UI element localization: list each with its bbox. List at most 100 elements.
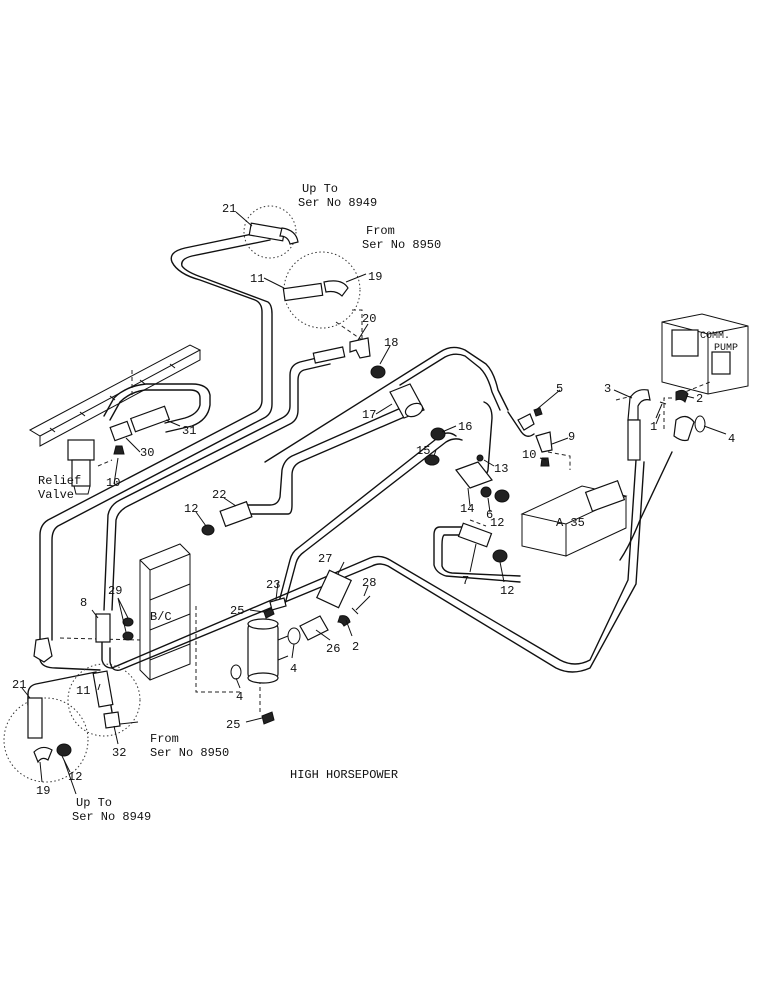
elbow-19-bottom [33, 746, 53, 764]
leader-lines [21, 211, 727, 795]
fitting-26 [299, 615, 329, 641]
fitting-6 [480, 486, 492, 498]
comm-pump [661, 313, 749, 395]
hose-d2 [243, 411, 417, 515]
hose-h [433, 526, 521, 583]
callout-31: 31 [182, 424, 196, 438]
callout-25-bottom: 25 [226, 718, 240, 732]
fitting-16 [430, 427, 446, 441]
callout-21-bottom: 21 [12, 678, 26, 692]
clamp-2-mid [337, 615, 351, 627]
callout-10-right: 10 [522, 448, 536, 462]
elbow-19-top [323, 280, 349, 297]
note-from-top-line1: From [366, 224, 395, 238]
dash-8 [469, 519, 487, 527]
hose-e2 [284, 438, 463, 605]
dash-7 [547, 451, 571, 470]
fitting-25-top [263, 607, 275, 619]
hose-g [619, 451, 673, 561]
callout-11-top: 11 [250, 272, 264, 286]
callout-29: 29 [108, 584, 122, 598]
fitting-22 [219, 500, 253, 528]
fitting-23 [269, 597, 287, 611]
callout-19-bottom: 19 [36, 784, 50, 798]
fitting-10-left [113, 445, 125, 455]
relief-valve-manifold [28, 344, 202, 495]
callout-12-mid: 12 [490, 516, 504, 530]
elbow-8-left [33, 637, 53, 663]
callout-10-left: 10 [106, 476, 120, 490]
hose-m [507, 411, 535, 437]
fitting-11-top [282, 282, 324, 302]
callout-5: 5 [556, 382, 563, 396]
dash-2 [335, 321, 363, 341]
oring-4-top [694, 415, 706, 433]
hose-b2 [111, 363, 331, 611]
fitting-30 [109, 420, 133, 442]
detail-circle-bottom-21 [3, 697, 89, 783]
callout-28: 28 [362, 576, 376, 590]
fitting-8 [95, 613, 111, 643]
callout-30: 30 [140, 446, 154, 460]
fitting-27 [315, 569, 353, 609]
fitting-18 [370, 365, 386, 379]
detail-circle-bottom-11 [67, 663, 141, 737]
callout-17: 17 [362, 408, 376, 422]
tube-3 [627, 419, 641, 461]
fitting-5 [517, 413, 535, 431]
elbow-3 [627, 389, 651, 421]
hose-d [242, 403, 411, 506]
callout-18: 18 [384, 336, 398, 350]
bc-control-block [139, 543, 191, 681]
callout-6: 6 [486, 508, 493, 522]
fitting-11-bottom [92, 670, 114, 708]
hose-k [27, 671, 97, 706]
oring-4-left [230, 664, 242, 680]
note-a35: A 35 [556, 516, 585, 530]
clamp-2-top [675, 389, 689, 403]
note-up-to-bottom-line2: Ser No 8949 [72, 810, 151, 824]
note-comm: COMM. [700, 331, 730, 342]
fitting-31 [129, 405, 171, 433]
fitting-12-bottom [56, 743, 72, 757]
detail-circle-top-11 [283, 251, 361, 329]
fitting-15 [424, 454, 440, 466]
callout-14: 14 [460, 502, 474, 516]
note-relief-line2: Valve [38, 488, 74, 502]
callout-26: 26 [326, 642, 340, 656]
elbow-21-top [279, 227, 299, 245]
dash-1 [352, 309, 363, 350]
callout-12-lower: 12 [500, 584, 514, 598]
dash-4 [679, 381, 711, 395]
fitting-12-mid [494, 489, 510, 503]
fitting-10-right [540, 457, 550, 467]
note-pump: PUMP [714, 343, 738, 354]
hose-routing [27, 231, 673, 713]
fitting-29b [122, 631, 134, 641]
callout-2-mid: 2 [352, 640, 359, 654]
callout-27: 27 [318, 552, 332, 566]
callout-11-bottom: 11 [76, 684, 90, 698]
callout-21-top: 21 [222, 202, 236, 216]
hose-i [109, 389, 201, 424]
oring-4-mid [287, 627, 301, 645]
notes: Up To Ser No 8949 From Ser No 8950 Relie… [38, 182, 738, 824]
bolt-1 [655, 401, 667, 419]
callout-8: 8 [80, 596, 87, 610]
fitting-20-left [312, 346, 346, 364]
hose-e [278, 432, 457, 603]
fitting-12-lower [492, 549, 508, 563]
note-up-to-top-line1: Up To [302, 182, 338, 196]
callout-32: 32 [112, 746, 126, 760]
callout-4-left: 4 [236, 690, 243, 704]
hose-f [101, 459, 637, 669]
note-up-to-top-line2: Ser No 8949 [298, 196, 377, 210]
bolt-28 [351, 595, 371, 615]
callout-13: 13 [494, 462, 508, 476]
hose-c [399, 353, 501, 411]
note-relief-line1: Relief [38, 474, 81, 488]
callout-16: 16 [458, 420, 472, 434]
elbow-4 [673, 415, 695, 442]
callout-7: 7 [462, 574, 469, 588]
